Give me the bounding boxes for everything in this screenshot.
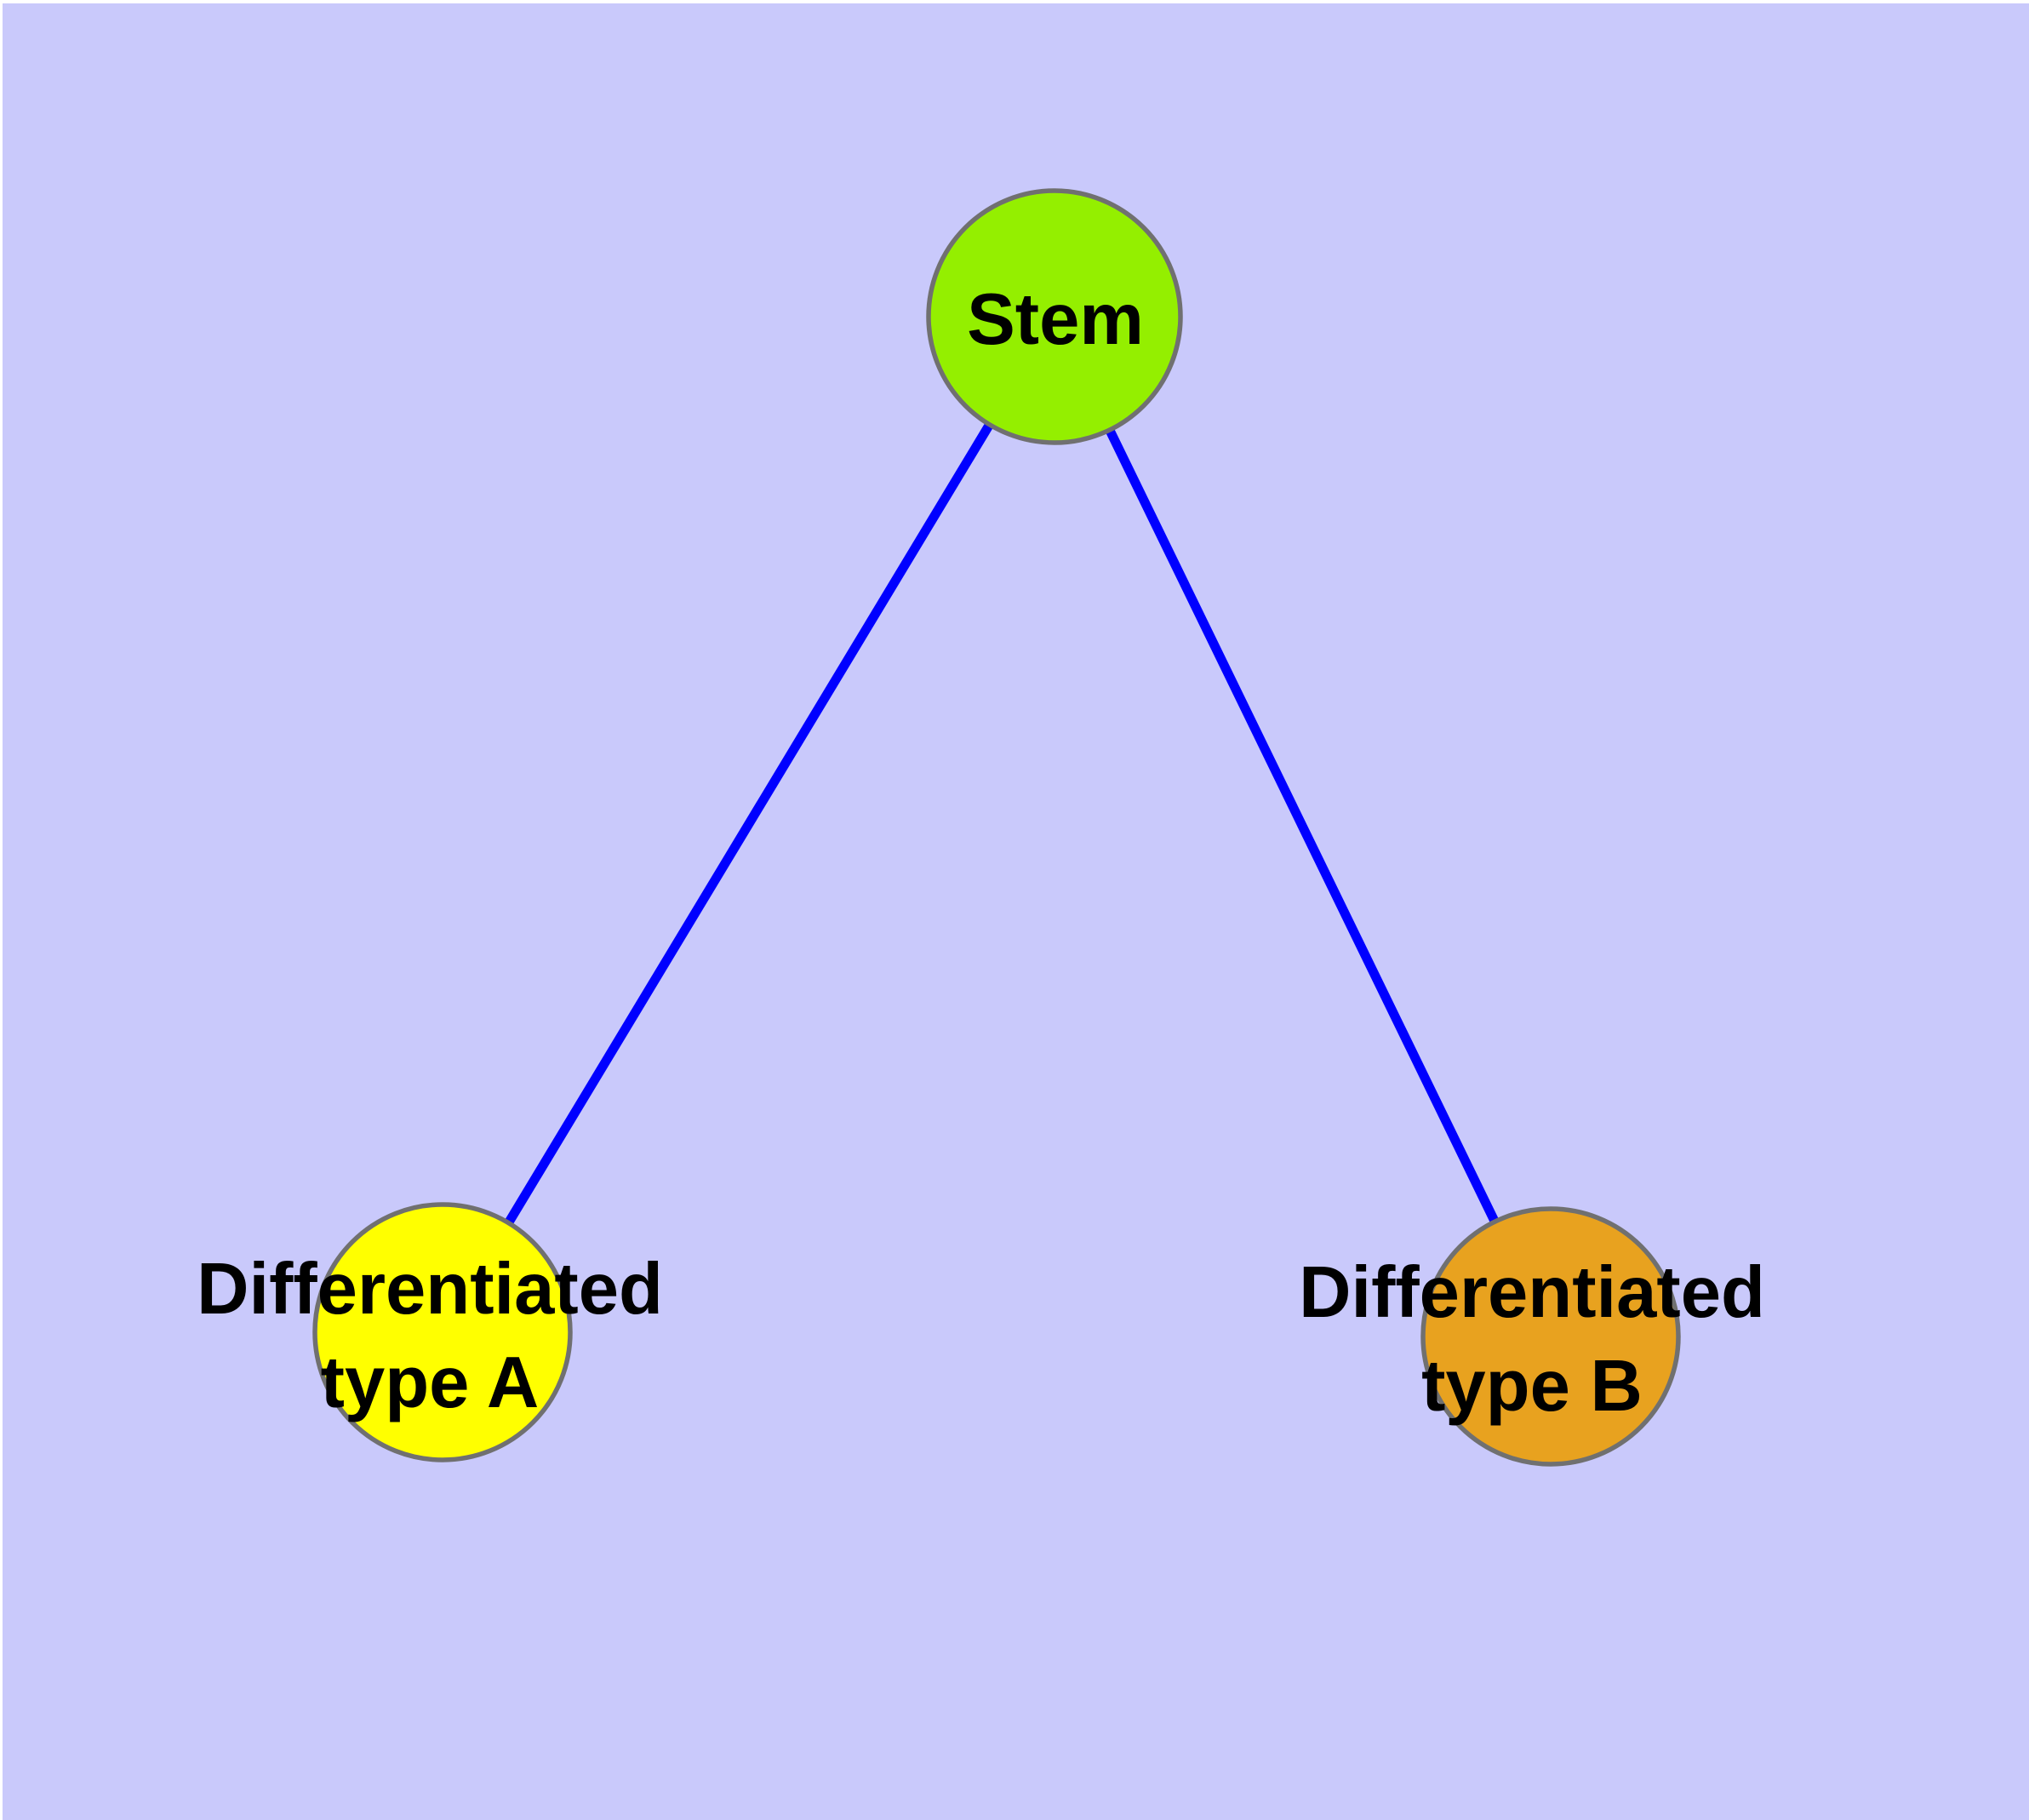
node-label-stem-text: Stem bbox=[967, 279, 1144, 360]
edge-stem-to-type-b bbox=[1050, 314, 1555, 1339]
node-label-type-b-line2: type B bbox=[1421, 1346, 1643, 1427]
node-stem bbox=[926, 188, 1183, 445]
node-label-differentiated-type-b: Differentiated type B bbox=[1299, 1246, 1765, 1434]
node-label-type-b-line1: Differentiated bbox=[1299, 1252, 1765, 1333]
node-label-type-a-line1: Differentiated bbox=[197, 1249, 663, 1330]
edge-stem-to-type-a bbox=[438, 314, 1059, 1335]
node-label-stem: Stem bbox=[967, 273, 1144, 367]
node-label-differentiated-type-a: Differentiated type A bbox=[197, 1243, 663, 1430]
node-differentiated-type-a bbox=[312, 1202, 573, 1462]
node-label-type-a-line2: type A bbox=[320, 1342, 540, 1423]
node-differentiated-type-b bbox=[1420, 1206, 1681, 1467]
